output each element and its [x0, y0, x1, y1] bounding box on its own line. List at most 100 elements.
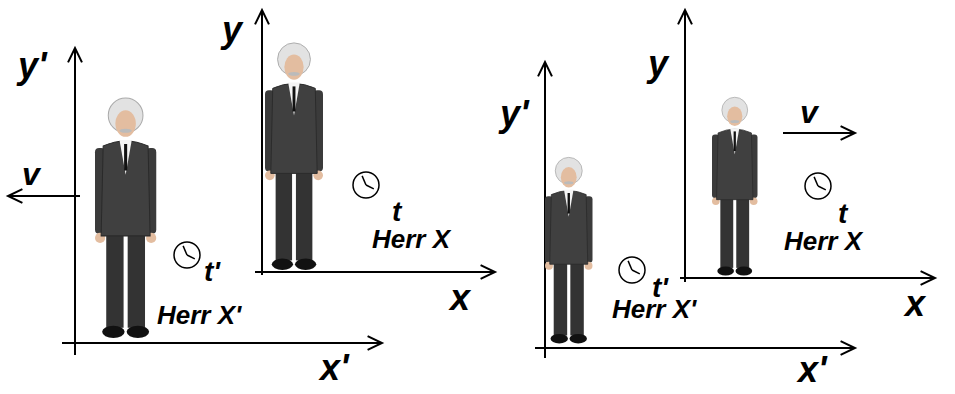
- arrow-head: [8, 189, 22, 203]
- clock-hand: [366, 185, 374, 189]
- x-axis: [680, 271, 935, 285]
- person-figure: [95, 98, 156, 338]
- leg: [128, 226, 145, 328]
- axis-label: x': [320, 350, 349, 386]
- moustache: [730, 120, 739, 123]
- jacket: [101, 141, 150, 236]
- person-name: Herr X: [784, 228, 862, 254]
- leg: [106, 226, 123, 328]
- leg: [720, 192, 733, 268]
- arrow-head: [921, 271, 935, 285]
- leg: [570, 256, 583, 335]
- arrow-head: [841, 341, 855, 355]
- arrow-head: [538, 62, 552, 76]
- person-name: Herr X': [612, 296, 696, 322]
- arrow-shaft: [62, 342, 382, 344]
- clock-symbol: [619, 257, 645, 283]
- clock-symbol: [805, 173, 831, 199]
- shoe: [736, 266, 753, 275]
- arrow-shaft: [684, 10, 686, 282]
- face: [284, 55, 303, 80]
- axis-label: y': [500, 96, 529, 132]
- clock-face: [174, 242, 200, 268]
- tie: [568, 193, 570, 214]
- shoe: [295, 258, 316, 270]
- clock-hand: [814, 177, 818, 186]
- x-prime-axis: [62, 336, 382, 350]
- person-figure: [265, 43, 323, 270]
- y-prime-axis: [68, 48, 82, 355]
- person-name: Herr X: [372, 226, 450, 252]
- clock-hand: [818, 186, 826, 190]
- face: [561, 167, 577, 188]
- shoe: [717, 266, 734, 275]
- leg: [296, 164, 312, 261]
- axis-label: x: [905, 286, 925, 322]
- leg: [276, 164, 292, 261]
- shoe: [127, 326, 149, 338]
- arrow-head: [368, 336, 382, 350]
- clock-hand: [632, 270, 640, 274]
- tie: [293, 86, 296, 111]
- velocity-arrow: [783, 126, 855, 140]
- moustache: [564, 181, 574, 184]
- arrow-head: [68, 48, 82, 62]
- time-label: t': [204, 258, 220, 286]
- velocity-arrow: [8, 189, 80, 203]
- time-label: t: [838, 200, 847, 228]
- person-figure: [712, 97, 758, 275]
- axis-label: y: [222, 12, 242, 48]
- arrow-head: [841, 126, 855, 140]
- axis-label: y': [18, 48, 47, 84]
- velocity-label: v: [22, 158, 40, 190]
- arrow-shaft: [535, 347, 855, 349]
- arrow-shaft: [680, 277, 935, 279]
- leg: [554, 256, 567, 335]
- tie: [124, 144, 127, 171]
- axis-label: y: [648, 46, 668, 82]
- arrow-shaft: [783, 132, 855, 134]
- arrow-shaft: [261, 10, 263, 275]
- clock-hand: [362, 176, 366, 185]
- arrow-head: [481, 265, 495, 279]
- shoe: [570, 334, 587, 344]
- shoe: [272, 258, 293, 270]
- arrow-head: [255, 10, 269, 24]
- jacket: [550, 191, 588, 265]
- shoe: [102, 326, 124, 338]
- arrow-head: [678, 10, 692, 24]
- person-figure: [545, 157, 593, 343]
- clock-symbol: [174, 242, 200, 268]
- moustache: [120, 129, 132, 133]
- moustache: [288, 72, 300, 76]
- shirt: [120, 140, 132, 175]
- face: [115, 110, 135, 137]
- clock-symbol: [353, 172, 379, 198]
- arrow-shaft: [255, 271, 495, 273]
- leg: [736, 192, 749, 268]
- shirt: [564, 190, 574, 217]
- arrow-shaft: [8, 195, 80, 197]
- shirt: [730, 128, 739, 154]
- clock-hand: [187, 255, 195, 259]
- axis-label: x': [798, 352, 827, 388]
- person-name: Herr X': [157, 302, 241, 328]
- clock-hand: [628, 261, 632, 270]
- clock-hand: [183, 246, 187, 255]
- shirt: [288, 83, 300, 116]
- velocity-label: v: [800, 96, 818, 128]
- shoe: [551, 334, 568, 344]
- time-label: t: [392, 198, 401, 226]
- axis-label: x: [450, 280, 470, 316]
- tie: [734, 131, 736, 151]
- y-axis: [678, 10, 692, 282]
- jacket: [717, 129, 753, 200]
- clock-face: [619, 257, 645, 283]
- jacket: [271, 84, 317, 174]
- y-prime-axis: [538, 62, 552, 358]
- clock-face: [353, 172, 379, 198]
- face: [727, 106, 742, 126]
- clock-face: [805, 173, 831, 199]
